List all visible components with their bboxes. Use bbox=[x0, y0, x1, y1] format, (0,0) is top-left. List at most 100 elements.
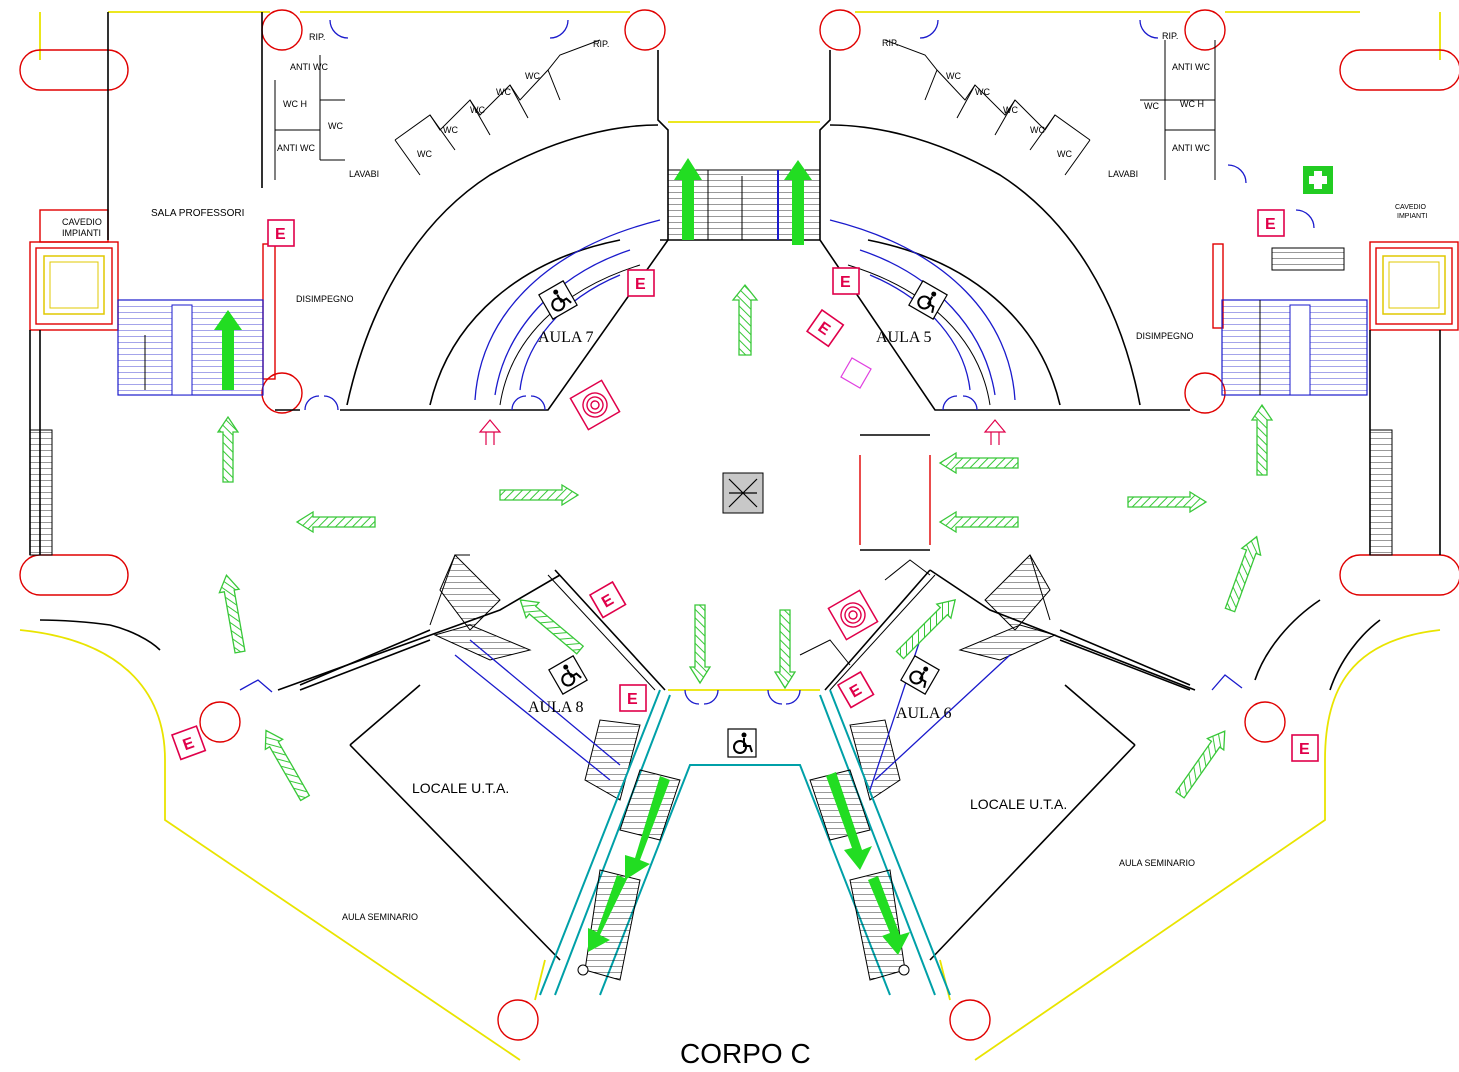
room-label-seminario-right: AULA SEMINARIO bbox=[1119, 858, 1195, 868]
hydrant-marks bbox=[478, 357, 1007, 445]
exit-sign-icon: E bbox=[1291, 734, 1319, 762]
room-label-wc: WC bbox=[417, 149, 432, 159]
room-label-wc: WC bbox=[525, 71, 540, 81]
stair-east bbox=[1221, 247, 1368, 396]
stair-west bbox=[117, 299, 264, 396]
room-label-aula8: AULA 8 bbox=[528, 699, 584, 716]
room-label-rip: RIP. bbox=[882, 38, 898, 48]
escape-arrow-icon bbox=[499, 483, 580, 507]
svg-text:E: E bbox=[840, 274, 851, 291]
svg-text:E: E bbox=[275, 226, 286, 243]
exit-sign-icon: E bbox=[267, 219, 295, 247]
room-label-impianti-right: IMPIANTI bbox=[1397, 213, 1427, 220]
room-label-aula6: AULA 6 bbox=[896, 705, 952, 722]
room-label-rip: RIP. bbox=[1162, 31, 1178, 41]
room-label-uta-left: LOCALE U.T.A. bbox=[412, 780, 509, 796]
escape-arrow-icon bbox=[1250, 403, 1274, 476]
room-label-wc-h: WC H bbox=[283, 99, 307, 109]
exit-sign-icon: E bbox=[588, 580, 627, 619]
escape-arrow-icon bbox=[688, 604, 712, 685]
escape-arrow-icon bbox=[895, 598, 957, 660]
elevator-icon bbox=[1382, 255, 1446, 315]
structural-columns bbox=[19, 9, 1459, 1041]
room-label-wc: WC bbox=[1030, 125, 1045, 135]
exit-sign-icon: E bbox=[836, 670, 875, 709]
room-label-wc: WC bbox=[946, 71, 961, 81]
stair-aula8 bbox=[433, 554, 641, 801]
exit-sign-icon: E bbox=[832, 267, 860, 295]
room-label-anti-wc: ANTI WC bbox=[290, 62, 328, 72]
exit-sign-icon: E bbox=[627, 269, 655, 297]
stair-escape-arrows bbox=[214, 158, 910, 955]
room-label-uta-right: LOCALE U.T.A. bbox=[970, 796, 1067, 812]
room-labels: AULA 7 AULA 5 AULA 8 AULA 6 LOCALE U.T.A… bbox=[62, 31, 1427, 922]
toilets-right bbox=[884, 39, 1216, 180]
wheelchair-icon bbox=[900, 655, 940, 695]
first-aid-icon bbox=[1303, 166, 1333, 194]
room-label-wc: WC bbox=[328, 121, 343, 131]
wheelchair-icon bbox=[908, 280, 948, 320]
room-label-anti-wc: ANTI WC bbox=[1172, 62, 1210, 72]
wheelchair-icon bbox=[727, 728, 757, 758]
room-label-wc: WC bbox=[470, 105, 485, 115]
escape-arrow-icon bbox=[1174, 730, 1226, 799]
fire-hose-icon bbox=[569, 379, 621, 431]
svg-text:E: E bbox=[627, 691, 638, 708]
building-perimeter bbox=[19, 11, 1441, 1061]
room-label-disimpegno-right: DISIMPEGNO bbox=[1136, 331, 1194, 341]
ramp-south bbox=[539, 689, 951, 996]
room-label-wc: WC bbox=[1057, 149, 1072, 159]
exit-sign-icon: E bbox=[170, 725, 207, 761]
room-label-lavabi-right: LAVABI bbox=[1108, 169, 1138, 179]
exit-signs: E E E E E E E E E E bbox=[170, 209, 1319, 762]
central-column-icon bbox=[722, 472, 764, 514]
aula-seating bbox=[454, 219, 1016, 791]
svg-text:E: E bbox=[635, 276, 646, 293]
room-label-wc: WC bbox=[1003, 105, 1018, 115]
room-label-wc: WC bbox=[975, 87, 990, 97]
toilets-left bbox=[274, 39, 601, 180]
room-label-sala-professori: SALA PROFESSORI bbox=[151, 208, 244, 219]
stair-aula6 bbox=[849, 554, 1057, 801]
doors bbox=[239, 19, 1315, 705]
room-label-lavabi-left: LAVABI bbox=[349, 169, 379, 179]
room-label-aula5: AULA 5 bbox=[876, 329, 932, 346]
escape-arrow-icon bbox=[264, 729, 311, 802]
svg-text:E: E bbox=[1299, 741, 1310, 758]
exit-sign-icon: E bbox=[805, 308, 845, 348]
room-label-rip: RIP. bbox=[593, 39, 609, 49]
wheelchair-icon bbox=[548, 655, 588, 695]
escape-arrow-icon bbox=[519, 599, 585, 655]
room-label-disimpegno-left: DISIMPEGNO bbox=[296, 294, 354, 304]
room-label-cavedio-left: CAVEDIO bbox=[62, 217, 102, 227]
room-label-wc: WC bbox=[443, 125, 458, 135]
room-label-anti-wc: ANTI WC bbox=[277, 143, 315, 153]
escape-arrow-icon bbox=[218, 573, 246, 654]
room-label-rip: RIP. bbox=[309, 32, 325, 42]
escape-routes bbox=[216, 283, 1274, 802]
elevator-icon bbox=[43, 255, 105, 315]
room-label-anti-wc: ANTI WC bbox=[1172, 143, 1210, 153]
escape-arrow-icon bbox=[216, 415, 240, 483]
svg-text:E: E bbox=[1265, 216, 1276, 233]
escape-arrow-icon bbox=[773, 609, 797, 690]
exit-sign-icon: E bbox=[619, 684, 647, 712]
escape-arrow-icon bbox=[1127, 490, 1208, 514]
wheelchair-icon bbox=[538, 280, 578, 320]
escape-arrow-icon bbox=[938, 510, 1019, 534]
escape-arrow-icon bbox=[295, 510, 376, 534]
side-stairs bbox=[29, 429, 1393, 556]
escape-arrow-icon bbox=[938, 451, 1019, 475]
escape-arrow-icon bbox=[731, 283, 759, 356]
room-label-wc-h: WC H bbox=[1180, 99, 1204, 109]
room-label-aula7: AULA 7 bbox=[538, 329, 594, 346]
exit-sign-icon: E bbox=[1257, 209, 1285, 237]
fire-hose-icon bbox=[827, 589, 879, 641]
escape-arrow-icon bbox=[1224, 535, 1262, 613]
room-label-wc: WC bbox=[1144, 101, 1159, 111]
room-label-impianti-left: IMPIANTI bbox=[62, 228, 101, 238]
room-label-seminario-left: AULA SEMINARIO bbox=[342, 912, 418, 922]
room-label-wc: WC bbox=[496, 87, 511, 97]
building-title: CORPO C bbox=[680, 1038, 811, 1069]
